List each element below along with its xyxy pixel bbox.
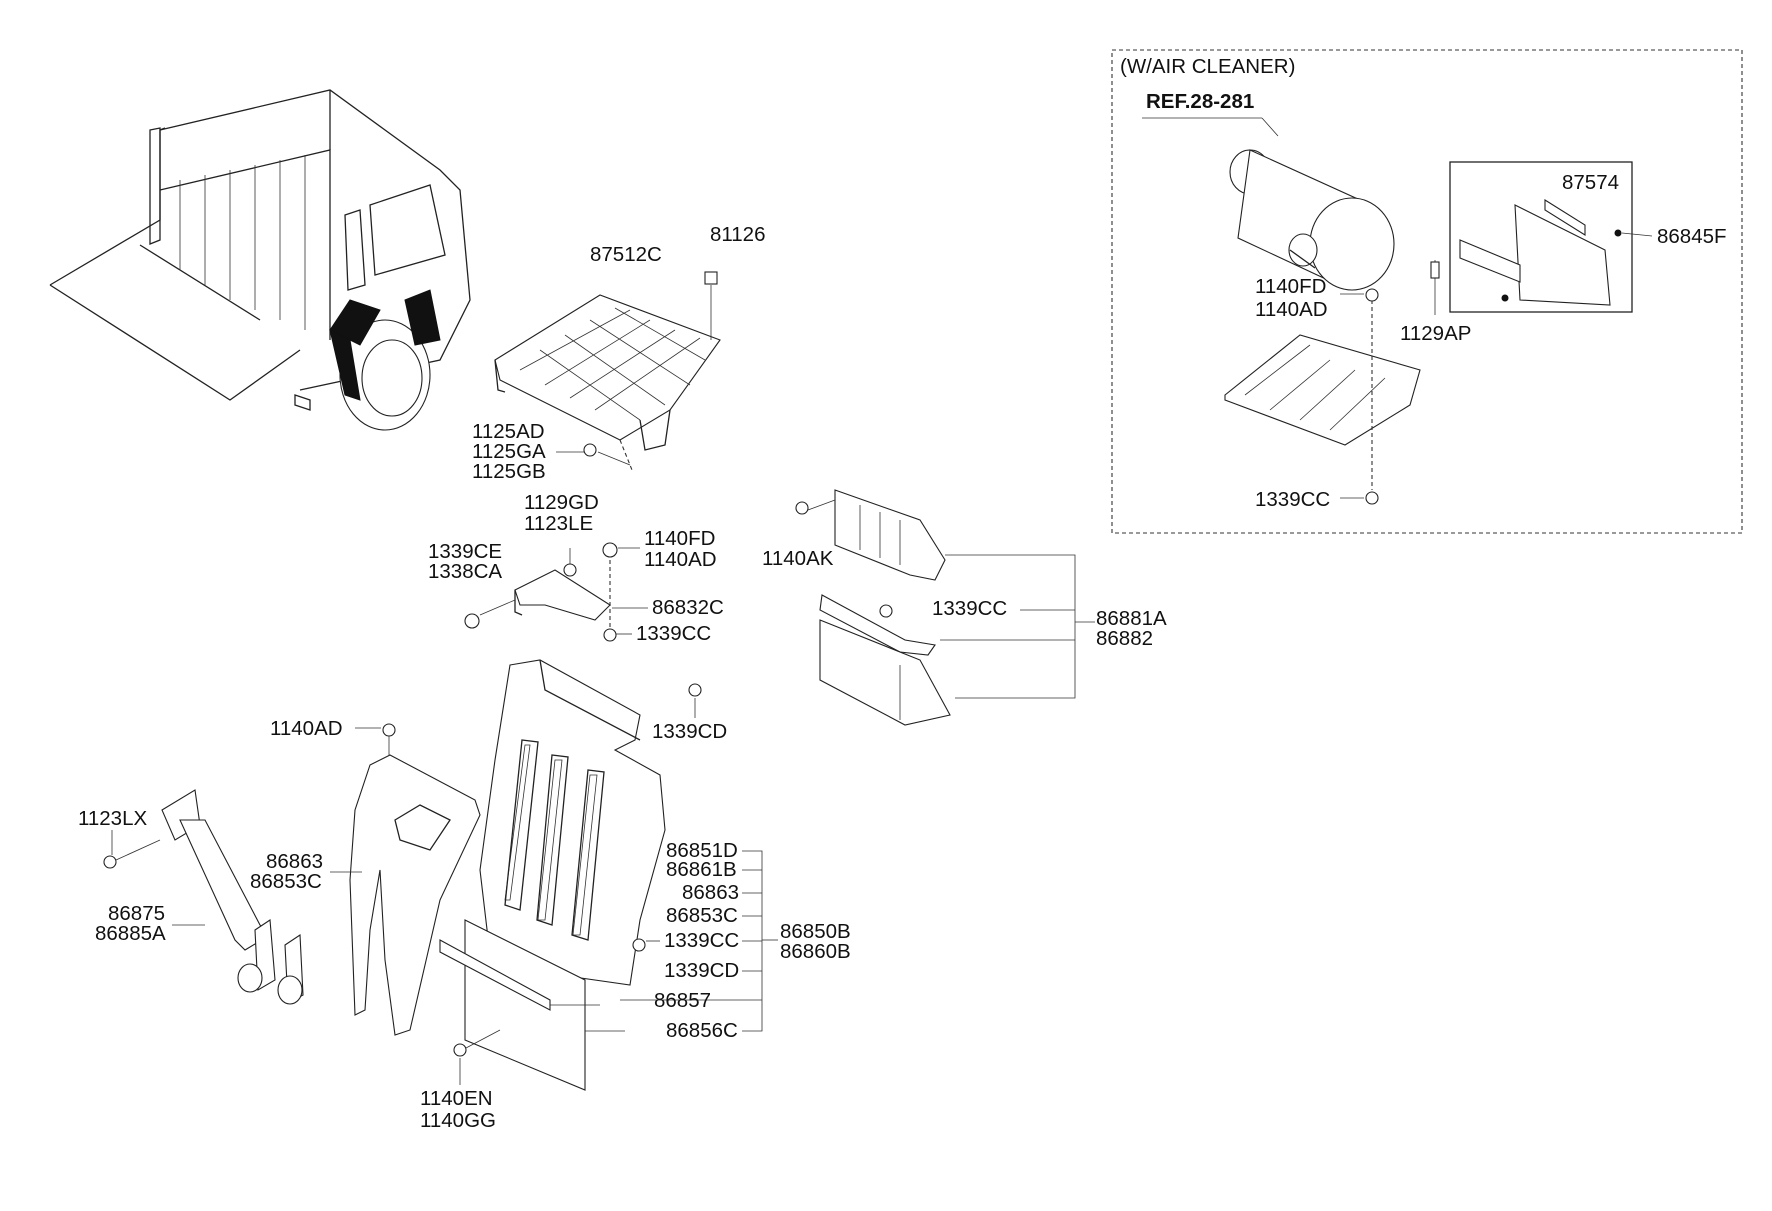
callout-86863-list: 86863 bbox=[682, 881, 739, 904]
callout-1129AP: 1129AP bbox=[1400, 322, 1471, 345]
callout-1125AD: 1125AD bbox=[472, 420, 545, 443]
reference-label: REF.28-281 bbox=[1146, 90, 1254, 113]
callout-86861B: 86861B bbox=[666, 858, 737, 881]
callout-1140AD-mid: 1140AD bbox=[644, 548, 717, 571]
callout-86856C: 86856C bbox=[666, 1019, 738, 1042]
callout-86832C: 86832C bbox=[652, 596, 724, 619]
callout-1140AD-inset: 1140AD bbox=[1255, 298, 1328, 321]
fender-86851D-drawing bbox=[479, 659, 702, 986]
inset-title: (W/AIR CLEANER) bbox=[1120, 55, 1295, 78]
callout-86845F: 86845F bbox=[1657, 225, 1727, 248]
callout-1140GG: 1140GG bbox=[420, 1109, 496, 1132]
callout-1140EN: 1140EN bbox=[420, 1087, 493, 1110]
callout-1140AD-left: 1140AD bbox=[270, 717, 343, 740]
truck-drawing bbox=[49, 89, 471, 431]
callout-1339CC-right: 1339CC bbox=[932, 597, 1007, 620]
callout-1339CC-mid: 1339CC bbox=[636, 622, 711, 645]
callout-87512C: 87512C bbox=[590, 243, 662, 266]
callout-86882: 86882 bbox=[1096, 627, 1153, 650]
splash-guard-86881A-drawing bbox=[795, 489, 951, 726]
air-cleaner-inset: (W/AIR CLEANER) REF.28-281 bbox=[1111, 49, 1743, 534]
callout-86875: 86875 bbox=[108, 902, 165, 925]
callout-1129GD: 1129GD bbox=[524, 491, 599, 514]
callout-1140FD-mid: 1140FD bbox=[644, 527, 715, 550]
callout-1123LE: 1123LE bbox=[524, 512, 593, 535]
callout-1339CD-top: 1339CD bbox=[652, 720, 727, 743]
callout-81126: 81126 bbox=[710, 223, 765, 246]
callout-86850B: 86850B bbox=[780, 920, 851, 943]
callout-1339CC-list: 1339CC bbox=[664, 929, 739, 952]
cover-87512C-drawing bbox=[494, 271, 721, 471]
callout-86860B: 86860B bbox=[780, 940, 851, 963]
callout-86853C-list: 86853C bbox=[666, 904, 738, 927]
callout-86863-left: 86863 bbox=[266, 850, 323, 873]
callout-86857: 86857 bbox=[654, 989, 711, 1012]
callout-1140AK: 1140AK bbox=[762, 547, 834, 570]
mud-flap-86856C-drawing bbox=[439, 919, 625, 1091]
air-cleaner-bracket-drawing bbox=[1224, 288, 1421, 505]
callout-86853C-left: 86853C bbox=[250, 870, 322, 893]
callout-1339CE: 1339CE bbox=[428, 540, 502, 563]
callout-86851D: 86851D bbox=[666, 839, 738, 862]
callout-1140FD-inset: 1140FD bbox=[1255, 275, 1326, 298]
callout-86885A: 86885A bbox=[95, 922, 166, 945]
callout-1339CD-list: 1339CD bbox=[664, 959, 739, 982]
callout-1123LX: 1123LX bbox=[78, 807, 147, 830]
bracket-86832C-drawing bbox=[464, 542, 618, 642]
callout-1339CC-inset: 1339CC bbox=[1255, 488, 1330, 511]
stay-86875-drawing bbox=[103, 789, 304, 1005]
support-86863-drawing bbox=[349, 723, 481, 1036]
callout-1125GB: 1125GB bbox=[472, 460, 546, 483]
callout-1125GA: 1125GA bbox=[472, 440, 546, 463]
callout-86881A: 86881A bbox=[1096, 607, 1167, 630]
air-cleaner-drawing bbox=[1229, 149, 1395, 291]
callout-87574: 87574 bbox=[1562, 171, 1619, 194]
callout-1338CA: 1338CA bbox=[428, 560, 502, 583]
mud-flap-small-drawing bbox=[1430, 199, 1622, 315]
